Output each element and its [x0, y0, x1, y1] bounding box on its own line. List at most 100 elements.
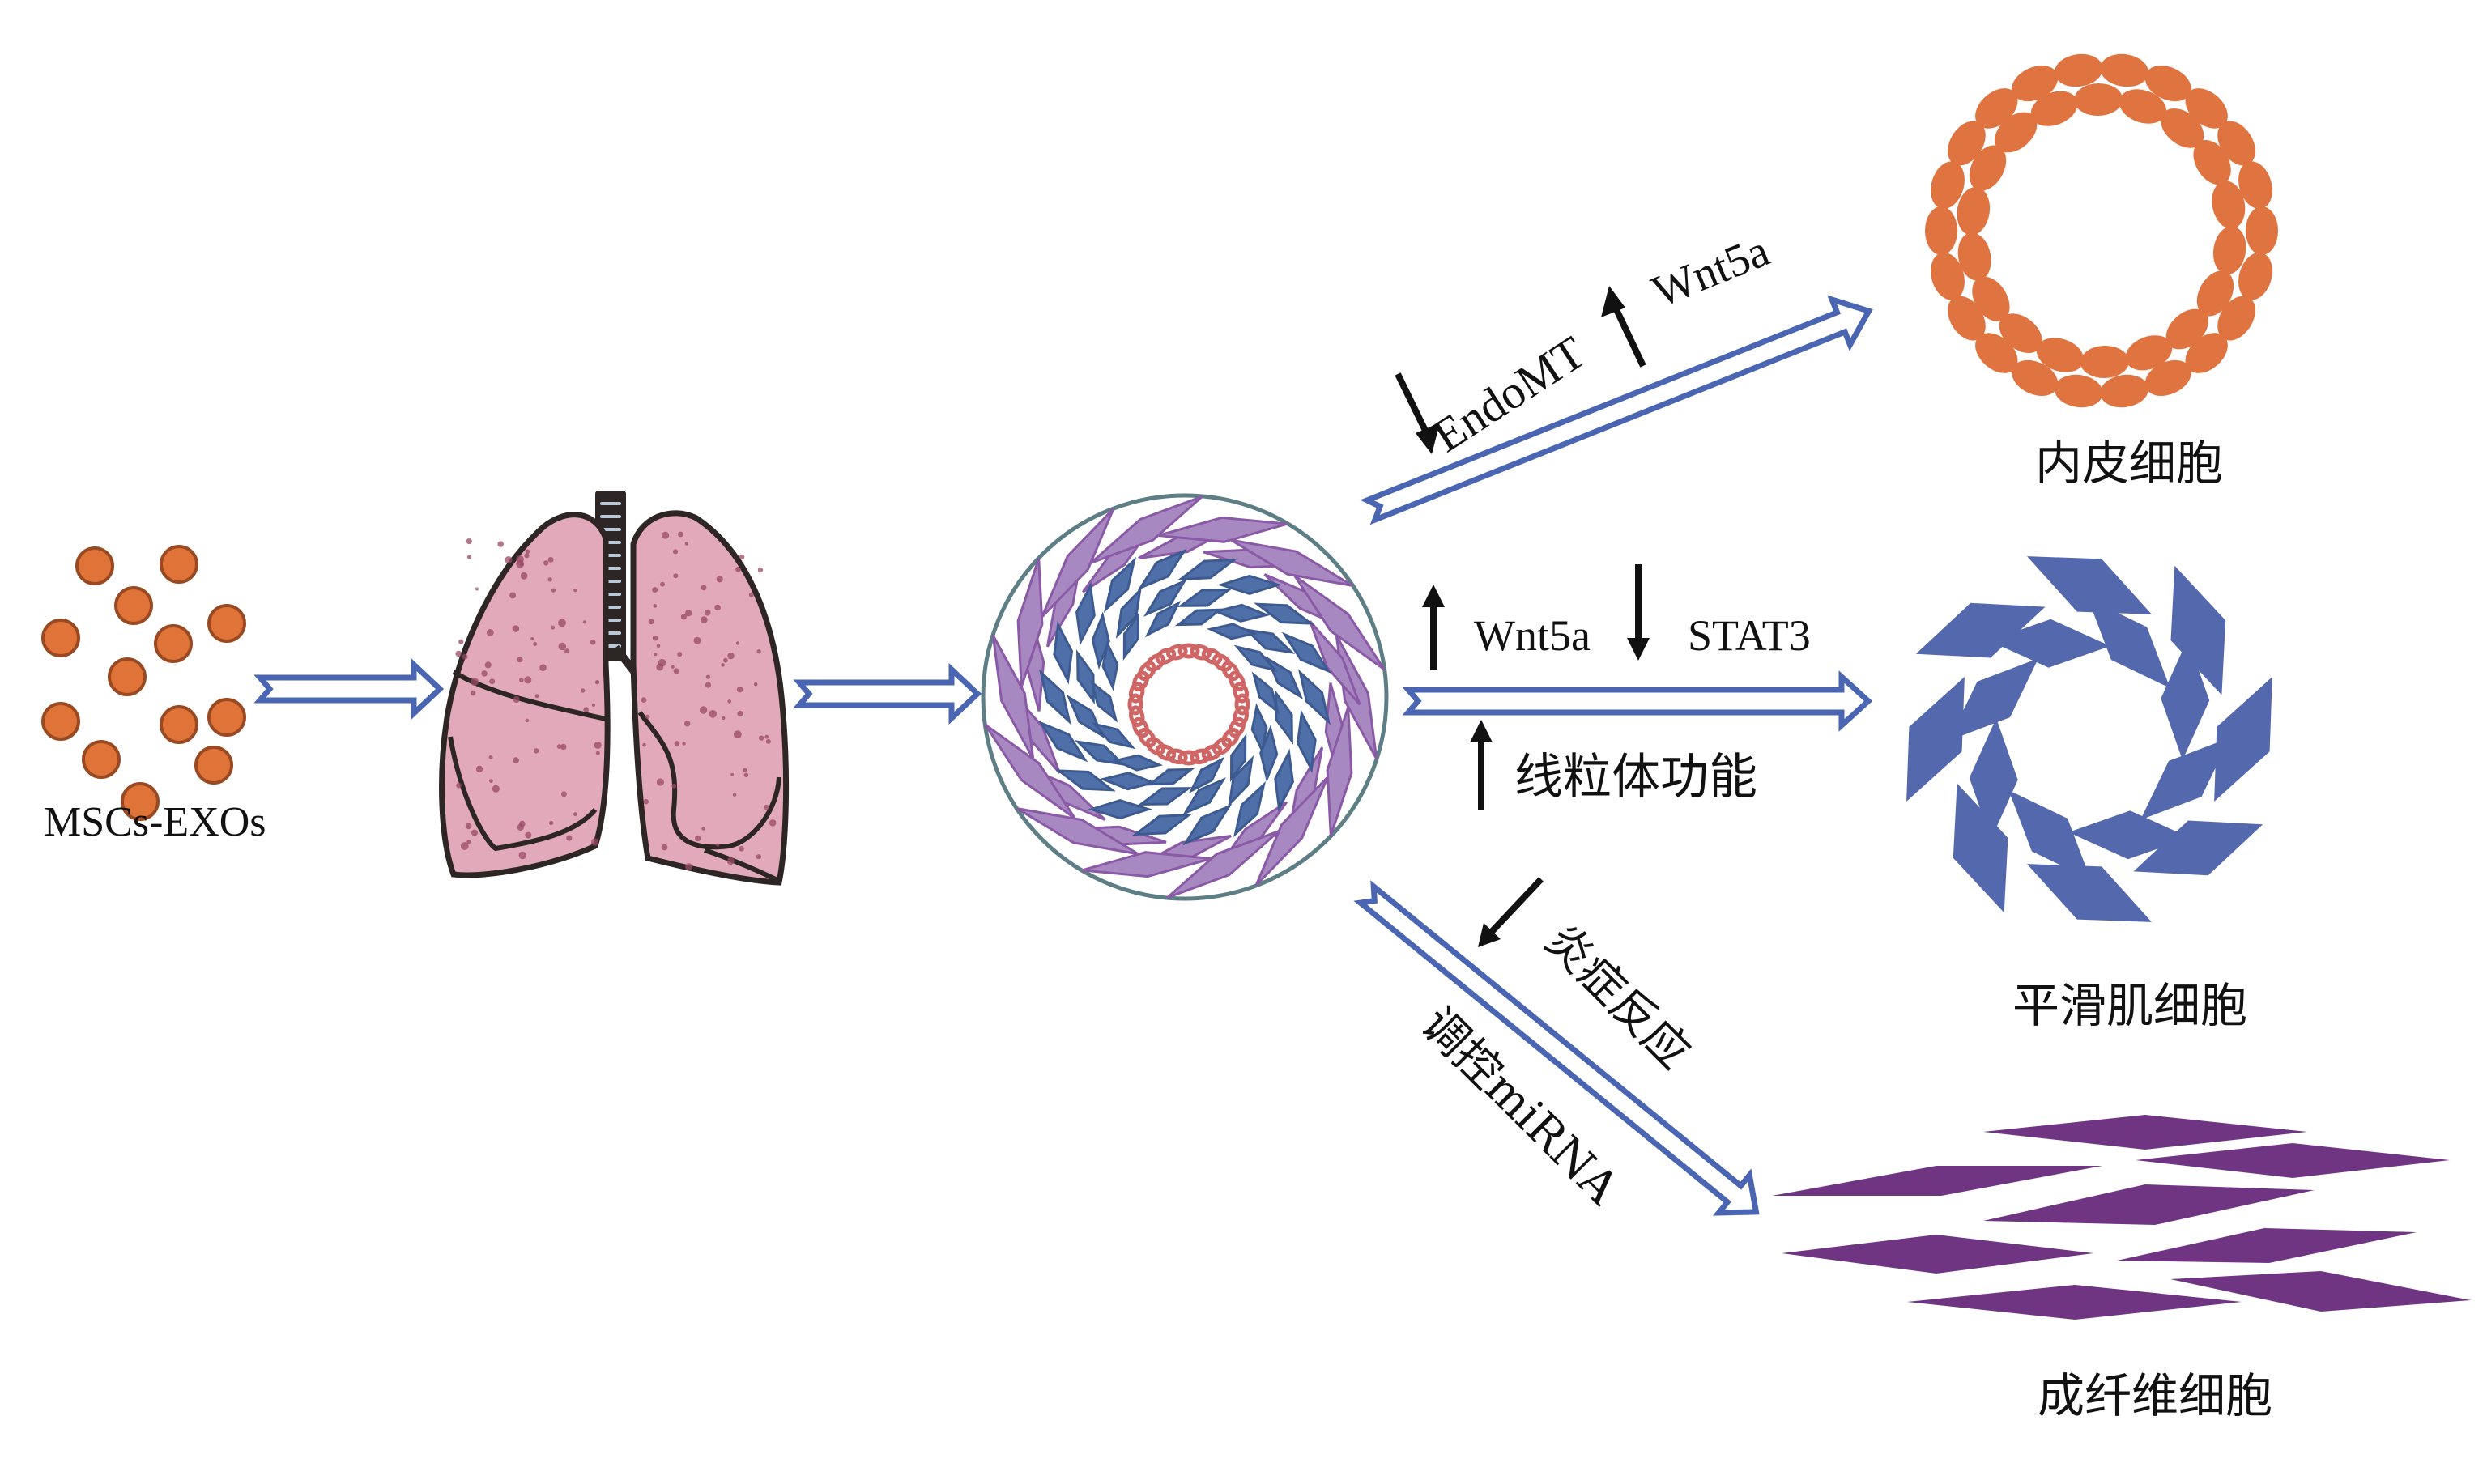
lung-speckle	[652, 635, 658, 641]
media-smooth-muscle-cell	[1296, 709, 1317, 774]
lung-speckle	[699, 706, 708, 714]
endothelial-cell	[1201, 648, 1223, 665]
lung-speckle	[693, 636, 701, 644]
lung-speckle	[764, 804, 769, 810]
lung-speckle	[680, 614, 688, 620]
endothelial-cell	[2074, 83, 2123, 117]
media-smooth-muscle-cell	[1144, 601, 1182, 638]
fibroblast-cells-icon	[1772, 1115, 2471, 1320]
lung-speckle	[753, 682, 758, 687]
exosome-particle	[207, 698, 246, 737]
endothelial-cell	[1177, 643, 1200, 659]
lung-speckle	[556, 744, 562, 749]
lung-speckle	[641, 697, 647, 703]
lung-speckle	[547, 556, 554, 563]
lung-speckle	[566, 835, 573, 841]
lung-speckle	[732, 793, 737, 797]
lungs-icon	[439, 491, 790, 886]
lung-speckle	[583, 707, 589, 712]
endothelial-cell	[2212, 181, 2246, 229]
exosome-particle	[41, 619, 80, 657]
lung-speckle	[727, 652, 735, 660]
endothelial-cell	[2100, 374, 2149, 408]
media-smooth-muscle-cell	[1087, 799, 1153, 820]
lung-speckle	[590, 838, 599, 846]
media-smooth-muscle-cell	[1212, 603, 1271, 623]
media-smooth-muscle-cell	[1228, 755, 1254, 808]
lung-speckle	[743, 772, 749, 778]
lung-speckle	[642, 742, 646, 747]
left-lung-icon	[439, 512, 611, 878]
lung-speckle	[661, 844, 668, 851]
adventitia-cell	[1016, 558, 1044, 687]
media-smooth-muscle-cell	[1053, 620, 1074, 685]
lung-speckle	[481, 670, 488, 677]
exosome-particle	[41, 702, 80, 741]
fibroblast-cell	[2117, 1228, 2417, 1263]
lung-speckle	[533, 748, 539, 754]
media-smooth-muscle-cell	[1177, 558, 1238, 581]
lung-speckle	[739, 554, 745, 560]
adventitia-layer	[984, 495, 1386, 899]
endothelial-cell	[1948, 296, 1986, 341]
smooth-muscle-cell	[2027, 556, 2152, 614]
media-smooth-muscle-cell	[1054, 769, 1116, 792]
endothelial-cell	[2100, 53, 2149, 87]
lung-speckle	[654, 652, 658, 657]
media-smooth-muscle-cell	[1265, 656, 1304, 700]
endothelial-cell	[1155, 648, 1177, 665]
lung-speckle	[705, 682, 712, 688]
media-smooth-muscle-cell	[1137, 548, 1187, 591]
endothelial-cell	[1132, 716, 1149, 738]
lung-speckle	[520, 572, 528, 580]
up-arrow-icon	[1470, 720, 1493, 810]
adventitia-cell	[1254, 776, 1329, 887]
lung-speckle	[533, 642, 538, 646]
lung-speckle	[684, 542, 689, 546]
lung-speckle	[705, 674, 711, 679]
exosome-particle	[114, 586, 153, 625]
media-smooth-muscle-cell	[1131, 813, 1193, 836]
lung-speckle	[475, 587, 479, 591]
lung-speckle	[573, 589, 577, 593]
right-lung-icon	[630, 510, 790, 886]
lung-speckle	[525, 549, 530, 555]
lung-speckle	[716, 576, 723, 583]
smooth-muscle-cell	[1989, 619, 2110, 668]
media-smooth-muscle-cell	[1137, 787, 1193, 806]
lung-speckle	[484, 661, 492, 669]
lung-speckle	[573, 812, 577, 817]
lung-speckle	[543, 560, 549, 566]
lung-speckle	[466, 538, 472, 545]
adventitia-cell	[1081, 851, 1212, 878]
endothelial-cell	[1138, 661, 1156, 681]
lung-speckle	[764, 734, 769, 739]
endothelial-cell	[2080, 345, 2129, 379]
lung-speckle	[685, 863, 692, 870]
lung-speckle	[509, 592, 517, 599]
media-smooth-muscle-cell	[1274, 748, 1294, 813]
endothelial-cell	[2217, 296, 2255, 341]
smooth-muscle-cell	[1969, 718, 2018, 840]
endothelial-cell	[1999, 313, 2042, 353]
media-smooth-muscle-cell	[1233, 780, 1267, 838]
media-smooth-muscle-cell	[1038, 669, 1072, 725]
adventitia-cell	[984, 723, 1076, 820]
endothelial-cell	[2217, 121, 2255, 166]
media-smooth-muscle-cell	[1281, 631, 1332, 674]
fibroblast-cell	[1772, 1166, 2102, 1196]
lung-speckle	[486, 629, 494, 636]
endothelial-cell	[1969, 145, 2007, 191]
flow-arrow-to-endothelial	[1360, 295, 1873, 525]
media-smooth-muscle-cell	[1092, 722, 1136, 750]
exosome-particle	[194, 746, 233, 785]
up-arrow-icon	[1422, 585, 1445, 670]
lung-speckle	[460, 842, 469, 850]
smooth-muscle-cell	[2140, 738, 2230, 820]
lung-speckle	[643, 798, 649, 805]
endothelial-cell	[2054, 374, 2103, 408]
lung-speckle	[525, 718, 530, 723]
media-smooth-muscle-cell	[1075, 581, 1096, 646]
endothelial-cell	[1128, 705, 1145, 728]
exosome-particles-icon	[41, 545, 246, 821]
